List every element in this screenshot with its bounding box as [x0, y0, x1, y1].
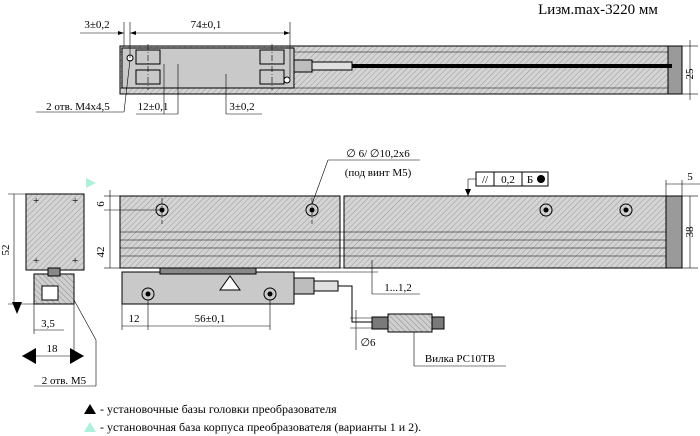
legend: - установочные базы головки преобразоват… [84, 402, 421, 434]
dim-12b: 12 [129, 313, 140, 325]
case-hole-4 [619, 203, 633, 217]
end-view: + + + + 52 3,5 18 2 отв. М5 [0, 178, 97, 387]
side-view: Вилка РС10ТВ ∅6 1...1,2 // 0,2 Б ∅ 6/ ∅1… [95, 148, 700, 367]
legend-item-1: - установочные базы головки преобразоват… [100, 402, 337, 416]
tolerance-symbol: // [482, 174, 489, 186]
dim-length: 74±0,1 [191, 19, 222, 31]
dim-12: 12±0,1 [138, 101, 169, 113]
dim-3: 3±0,2 [229, 101, 254, 113]
svg-text:+: + [33, 255, 39, 267]
svg-text:+: + [72, 195, 78, 207]
case-hole-3 [539, 203, 553, 217]
hole-screw: (под винт М5) [345, 167, 412, 179]
top-cable [352, 64, 672, 68]
legend-base-marker [84, 404, 96, 414]
dim-38: 38 [684, 226, 696, 238]
connector-body [387, 313, 433, 333]
title: Lизм.max-3220 мм [538, 2, 658, 18]
case-base-marker [86, 178, 96, 188]
legend-case-marker [84, 422, 96, 432]
dim-offset: 3±0,2 [84, 19, 109, 31]
end-view-case [25, 193, 85, 271]
dim-cable: ∅6 [360, 337, 376, 349]
hole-diameter: ∅ 6/ ∅10,2х6 [346, 148, 410, 160]
dim-52: 52 [0, 245, 12, 256]
top-end-cap [667, 45, 683, 95]
svg-text:+: + [72, 255, 78, 267]
top-head [121, 47, 295, 89]
dim-56: 56±0,1 [195, 313, 226, 325]
dim-height-25: 25 [684, 68, 696, 80]
top-hole-right [283, 76, 291, 84]
hole-note-2: 2 отв. М5 [42, 375, 87, 387]
head-base-triangle [219, 275, 241, 291]
connector-label: Вилка РС10ТВ [425, 353, 495, 365]
svg-text:+: + [33, 195, 39, 207]
tolerance-base: Б [527, 174, 533, 186]
dim-18: 18 [47, 343, 59, 355]
top-view: 3±0,2 74±0,1 25 2 отв. М4х4,5 12±0,1 3±0… [36, 19, 698, 115]
hole-note: 2 отв. М4х4,5 [46, 101, 110, 113]
dim-gap: 1...1,2 [384, 282, 412, 294]
head-base-marker-left [12, 302, 22, 314]
side-end-cap [665, 195, 683, 269]
legend-item-2: - установочная база корпуса преобразоват… [100, 420, 421, 434]
connector-nut [371, 316, 389, 330]
tolerance-value: 0,2 [501, 174, 515, 186]
dim-35: 3,5 [41, 318, 55, 330]
dim-42: 42 [95, 247, 107, 258]
dim-6: 6 [95, 201, 107, 207]
dim-5: 5 [687, 171, 693, 183]
